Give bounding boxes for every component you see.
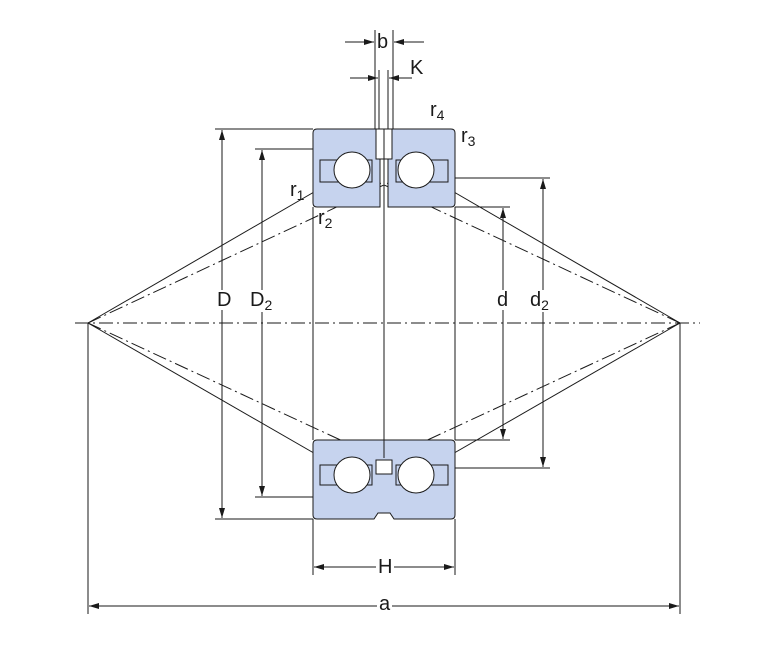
bearing-section-bottom [312, 439, 456, 520]
label-r4: r4 [430, 100, 444, 122]
label-d2-text: d [530, 289, 542, 311]
label-b: b [377, 31, 389, 53]
label-d: d [497, 289, 509, 311]
label-r3-sub: 3 [467, 133, 476, 149]
label-r1-text: r [290, 179, 297, 201]
label-K: K [410, 57, 424, 79]
contact-line [415, 169, 681, 324]
contact-line [87, 322, 353, 476]
ball [333, 456, 371, 494]
ball [397, 456, 435, 494]
bearing-section-top [312, 128, 456, 208]
label-r3: r3 [461, 126, 475, 148]
label-r2: r2 [318, 208, 332, 230]
label-H: H [376, 556, 395, 578]
label-a: a [377, 593, 393, 615]
label-r3-text: r [461, 125, 468, 147]
label-r4-text: r [430, 99, 437, 121]
label-D2: D2 [250, 289, 273, 313]
label-d2: d2 [530, 290, 549, 312]
ball [397, 151, 435, 189]
label-D: D [217, 289, 232, 311]
label-r1: r1 [290, 180, 304, 202]
label-D2-sub: 2 [264, 297, 273, 313]
ball [333, 151, 371, 189]
label-r2-text: r [318, 207, 325, 229]
contact-line [415, 322, 681, 476]
label-d2-sub: 2 [541, 297, 549, 313]
label-r4-sub: 4 [436, 107, 445, 123]
label-r2-sub: 2 [324, 215, 333, 231]
label-r1-sub: 1 [296, 187, 305, 203]
label-D2-text: D [250, 289, 265, 311]
